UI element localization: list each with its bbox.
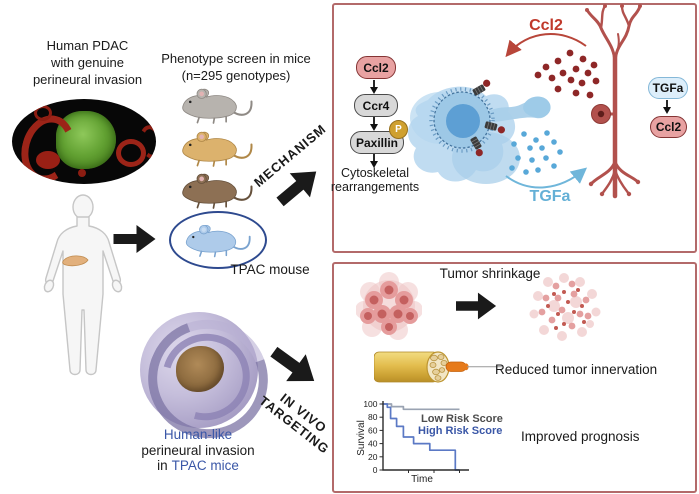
ccl2-receptor-icon [472,79,491,96]
axon-icon [445,361,467,372]
svg-text:Time: Time [411,474,433,485]
pdac-caption-line2: with genuine [51,55,124,70]
svg-text:60: 60 [368,425,378,435]
histology-caption-line3-highlight: TPAC mice [171,458,239,473]
mechanism-arrow-icon [276,171,317,207]
cytoskeletal-outcome-label: Cytoskeletal rearrangements [330,166,420,194]
legend-high-risk: High Risk Score [418,425,503,437]
pdac-caption: Human PDAC with genuine perineural invas… [15,37,160,88]
screen-title-line2: (n=295 genotypes) [181,68,291,83]
tgfa-big-label: TGFa [529,188,571,205]
histology-caption-line3-prefix: in [157,458,168,473]
down-arrow-icon [370,117,378,131]
phospho-badge: P [389,120,408,139]
screen-title-line1: Phenotype screen in mice [161,51,311,66]
down-arrow-icon [370,80,378,94]
tumor-intact-illustration [356,272,422,340]
ccl2-big-label: Ccl2 [529,17,563,34]
svg-text:Survival: Survival [356,420,367,456]
tpac-mouse-circle [169,211,267,269]
legend-low-risk: Low Risk Score [421,413,503,425]
tumor-cell-illustration [407,79,551,184]
tgfa-flow-arrow-icon [505,167,588,189]
pancreas-icon [62,255,89,267]
svg-text:80: 80 [368,412,378,422]
svg-text:40: 40 [368,439,378,449]
svg-text:100: 100 [363,399,377,409]
innervation-label: Reduced tumor innervation [495,362,658,377]
tgfa-molecule-dots [509,130,563,175]
down-arrow-icon [370,154,378,168]
nerve-illustration [374,351,502,383]
targeting-arrow-icon [270,346,315,382]
tumor-shrinkage-label: Tumor shrinkage [439,266,541,281]
neuron-tgfa-pill: TGFa [648,77,688,99]
prognosis-label: Improved prognosis [521,429,640,444]
ccl2-flow-arrow-icon [505,33,587,58]
tumor-green-blob [56,111,116,169]
down-arrow-icon [663,100,671,114]
ccl2-molecule-dots [534,49,600,99]
histology-caption-line2: perineural invasion [141,442,255,458]
tpac-mouse-label: TPAC mouse [230,262,310,277]
human-to-mouse-arrow-icon [113,225,156,253]
ccl2-receptor-icon [484,121,505,134]
immunofluorescence-image [12,99,156,184]
pdac-caption-line1: Human PDAC [46,38,129,53]
svg-text:20: 20 [368,452,378,462]
mouse-icon-tpac-blue [185,225,251,258]
mouse-icon-brown [182,173,253,209]
pathway-paxillin-pill: Paxillin [350,131,404,154]
svg-text:0: 0 [373,465,378,475]
mouse-icon-gray [182,88,253,124]
mouse-icon-tan [182,131,253,167]
nerve-red-blob [36,151,60,169]
neuron-illustration [585,4,642,199]
tumor-shrunk-illustration [529,273,601,341]
pathway-ccl2-pill: Ccl2 [356,56,396,79]
nerve-red-dot [78,169,86,177]
ccl2-receptor-icon [470,136,483,157]
shrinkage-arrow-icon [456,292,497,320]
pathway-ccr4-pill: Ccr4 [354,94,398,117]
human-figure-icon [43,194,123,376]
pdac-caption-line3: perineural invasion [32,72,143,87]
nerve-red-ring-right [116,139,146,167]
neuron-ccl2-pill: Ccl2 [650,116,687,138]
histology-nerve-center [176,346,224,392]
screen-title: Phenotype screen in mice (n=295 genotype… [150,50,322,84]
histology-caption-line1: Human-like [163,427,233,442]
nerve-red-ring-top [34,105,52,121]
